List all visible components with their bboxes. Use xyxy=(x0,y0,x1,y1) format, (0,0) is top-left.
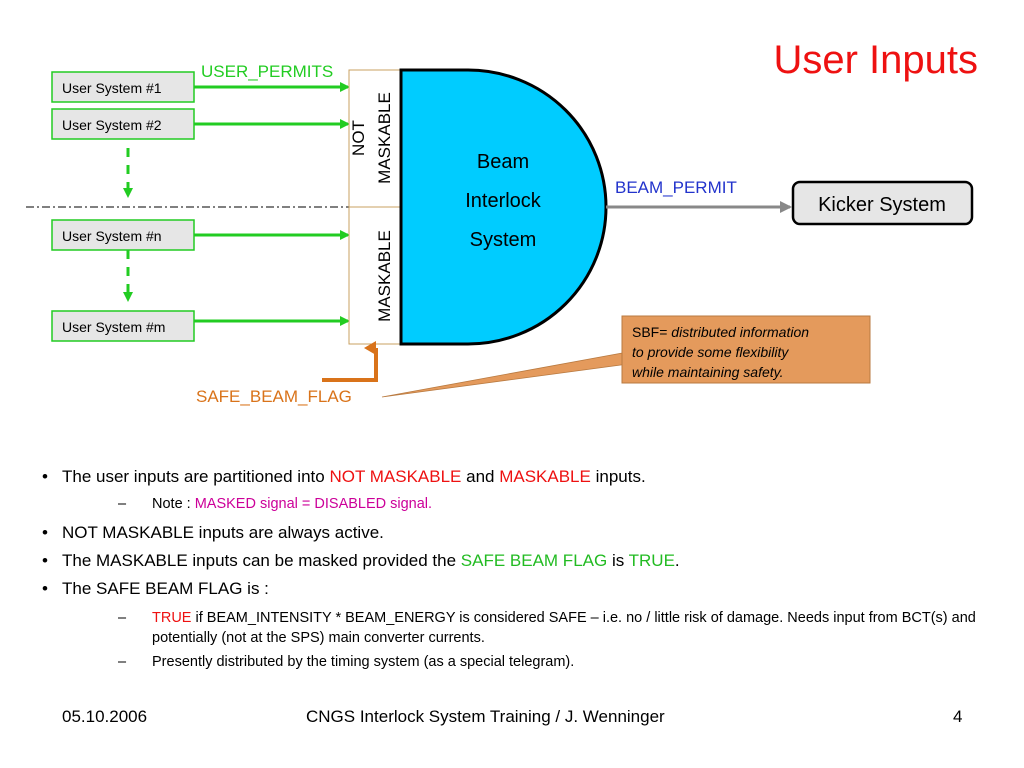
note-highlight: MASKED signal = DISABLED signal. xyxy=(194,496,433,512)
bis-label-line-1: Beam xyxy=(477,151,529,173)
kicker-system-box xyxy=(791,180,974,226)
sub-bullet-text: Presently distributed by the timing syst… xyxy=(152,654,575,670)
bis-label-line-2: Interlock xyxy=(465,190,542,212)
bis-label-line-3: System xyxy=(470,229,537,251)
highlight-not-maskable: NOT MASKABLE xyxy=(329,467,462,486)
safe-beam-flag-label: SAFE_BEAM_FLAG xyxy=(196,387,352,406)
footer-date: 05.10.2006 xyxy=(62,707,148,726)
highlight-safe-beam-flag: SAFE BEAM FLAG xyxy=(460,551,608,570)
footer-center: CNGS Interlock System Training / J. Wenn… xyxy=(306,707,665,726)
bullet-text: and xyxy=(461,467,500,486)
user-system-label-1: User System #1 xyxy=(62,80,162,96)
sbf-callout-pointer xyxy=(381,351,629,398)
highlight-true: TRUE xyxy=(628,551,675,570)
bullet-text: is xyxy=(607,551,629,570)
bullet-partition: The user inputs are partitioned into NOT… xyxy=(42,466,982,488)
not-maskable-label-maskable: MASKABLE xyxy=(375,92,394,184)
user-system-box-n: User System #n xyxy=(51,219,195,251)
sbf-note-box xyxy=(621,315,871,384)
user-system-label-m: User System #m xyxy=(62,319,165,335)
safe-beam-flag-arrow xyxy=(322,341,378,382)
user-system-label-2: User System #2 xyxy=(62,117,162,133)
user-system-box-m: User System #m xyxy=(51,310,195,342)
sbf-note-text-1: distributed information xyxy=(671,324,809,340)
sub-bullet-text: if BEAM_INTENSITY * BEAM_ENERGY is consi… xyxy=(152,610,976,646)
user-system-label-n: User System #n xyxy=(62,228,162,244)
bullet-text: NOT MASKABLE inputs are always active. xyxy=(62,523,384,542)
user-permits-label: USER_PERMITS xyxy=(201,62,333,81)
beam-permit-label: BEAM_PERMIT xyxy=(615,178,737,197)
kicker-system-label: Kicker System xyxy=(818,194,946,216)
slide-title: User Inputs xyxy=(773,38,978,82)
bullet-text: The MASKABLE inputs can be masked provid… xyxy=(62,551,461,570)
not-maskable-label-not: NOT xyxy=(349,120,368,156)
bullet-text: inputs. xyxy=(590,467,646,486)
sbf-note-line-2: to provide some flexibility xyxy=(632,344,789,360)
bullet-text: . xyxy=(674,551,680,570)
sub-bullet-true-condition: TRUE if BEAM_INTENSITY * BEAM_ENERGY is … xyxy=(42,608,982,648)
highlight-maskable: MASKABLE xyxy=(499,467,591,486)
highlight-true: TRUE xyxy=(152,610,192,626)
sub-bullet-distribution: Presently distributed by the timing syst… xyxy=(42,652,982,672)
user-system-box-2: User System #2 xyxy=(51,108,195,140)
sbf-note-line-3: while maintaining safety. xyxy=(632,364,783,380)
bullet-can-be-masked: The MASKABLE inputs can be masked provid… xyxy=(42,550,982,572)
maskable-column xyxy=(348,206,402,345)
user-system-box-1: User System #1 xyxy=(51,71,195,103)
bullet-always-active: NOT MASKABLE inputs are always active. xyxy=(42,522,982,544)
bullet-list: The user inputs are partitioned into NOT… xyxy=(42,466,982,676)
note-prefix: Note : xyxy=(152,496,195,512)
maskable-label: MASKABLE xyxy=(375,230,394,322)
sbf-note-line-1: SBF= distributed information xyxy=(632,324,809,340)
sbf-note-prefix: SBF= xyxy=(632,324,671,340)
footer-page-number: 4 xyxy=(953,707,963,726)
bullet-text: The SAFE BEAM FLAG is : xyxy=(62,579,269,598)
sub-bullet-note: Note : MASKED signal = DISABLED signal. xyxy=(42,494,982,514)
bullet-safe-beam-flag: The SAFE BEAM FLAG is : xyxy=(42,578,982,600)
beam-interlock-system-shape xyxy=(399,68,608,346)
bullet-text: The user inputs are partitioned into xyxy=(62,467,330,486)
interlock-diagram: User System #1 User System #2 User Syste… xyxy=(26,62,974,406)
